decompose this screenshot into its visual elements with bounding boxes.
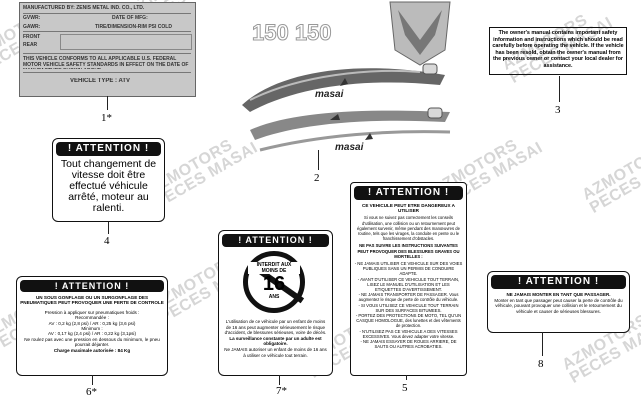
label-6-av-min: AV : 0,17 kg (2,4 psi) / AR : 0,22 kg (3… [47,331,136,337]
plate-rear: REAR [23,42,38,48]
no-entry-sign-icon: INTERDIT AUX MOINS DE 16 ANS [243,251,305,313]
plate-statement: THIS VEHICLE CONFORMS TO ALL APPLICABLE … [23,56,189,69]
leader-5 [406,375,407,380]
label-8-title: NE JAMAIS MONTER EN TANT QUE PASSAGER. [506,292,611,297]
label-6-minimum: Minimum : [81,326,103,332]
label-4-gear-change-warning: ! ATTENTION ! Tout changement de vitesse… [52,138,165,222]
label-3-owner-manual: The owner's manual contains important sa… [489,27,627,75]
attention-header: ! ATTENTION ! [20,280,164,292]
label-5-bullet: - SI VOUS UTILISEZ CE VEHICULE TOUT TERR… [358,302,459,313]
label-6-note: Ne roulez pas avec une pression en desso… [24,336,160,348]
label-6-pressure-title: Pression à appliquer sur pneumatiques fr… [44,309,140,315]
callout-1: 1* [101,112,112,124]
leader-8 [542,332,543,356]
label-5-dangerous-vehicle-warning: ! ATTENTION ! CE VEHICULE PEUT ETRE DANG… [350,182,467,376]
label-5-bullet: - NE JAMAIS TRANSPORTER DE PASSAGER. Vou… [358,292,459,303]
callout-5: 5 [402,382,408,394]
label-2-decal-set: 150 150 masai masai [242,1,451,153]
leader-1 [107,96,108,110]
sign-age: 16 [262,273,286,295]
leader-3 [559,76,560,102]
decal-brand-upper: masai [315,89,344,100]
leader-7 [279,375,280,385]
leader-2 [318,150,319,170]
decal-brand-lower: masai [335,142,364,153]
plate-gawr: GAWR: [23,24,41,30]
leader-4 [108,222,109,234]
leader-6 [92,375,93,385]
callout-6: 6* [86,386,97,398]
stripe-decal-upper [242,68,445,112]
label-5-p1: Si vous ne suivez pas correctement les c… [357,215,460,242]
watermark: AZMOTORS PECES MASAI [579,141,641,217]
plate-tire: TIRE/DIMENSION-RIM PSI COLD [95,24,172,30]
label-7-text: L'utilisation de ce véhicule par un enfa… [224,319,327,336]
stripe-decal-lower [259,130,451,152]
attention-header: ! ATTENTION ! [222,234,329,247]
sign-bottom-text: ANS [268,294,280,300]
label-6-av-rec: AV : 0,2 kg (2,8 psi) / AR : 0,25 kg (3,… [48,320,136,326]
label-5-bullet: - NE JAMAIS ESSAYER DE ROUES ARRIERE, DE… [360,339,457,350]
label-7-text2: La surveillance constante par un adulte … [229,335,322,347]
m-shield-logo-icon [389,1,451,66]
callout-7: 7* [276,385,287,397]
callout-2: 2 [314,172,320,184]
label-5-bullet: - AVANT D'UTILISER CE VEHICULE TOUT TERR… [357,276,460,293]
label-6-load: Charge maximale autorisée : 84 Kg [53,347,131,353]
callout-4: 4 [104,235,110,247]
plate-gvwr: GVWR: [23,15,41,21]
plate-vehicle-type: VEHICLE TYPE : ATV [70,78,131,84]
label-1-vin-plate: MANUFACTURED BY: ZENIS METAL IND. CO., L… [19,2,196,97]
attention-header: ! ATTENTION ! [354,186,463,200]
label-7-text3: Ne JAMAIS autoriser un enfant de moins d… [224,346,327,358]
attention-header: ! ATTENTION ! [491,275,626,289]
plate-date: DATE OF MFG: [112,15,148,21]
stripe-decal-middle [250,110,450,140]
plate-manufacturer: MANUFACTURED BY: ZENIS METAL IND. CO., L… [23,5,145,11]
label-7-age-restriction-warning: ! ATTENTION ! INTERDIT AUX MOINS DE 16 A… [218,230,333,376]
label-6-tire-pressure-warning: ! ATTENTION ! UN SOUS GONFLAGE OU UN SUR… [16,276,168,376]
label-5-bullet: - NE JAMAIS UTILISER CE VEHICULE SUR DES… [354,261,463,277]
label-8-no-passenger-warning: ! ATTENTION ! NE JAMAIS MONTER EN TANT Q… [487,271,630,333]
label-8-text: Monter en tant que passager peut causer … [494,297,623,314]
decal-150-text: 150 150 [252,20,332,45]
label-5-bullet: - PORTEZ DES PROTECTIONS DE MOTO, TEL QU… [355,313,462,329]
label-5-title: CE VEHICULE PEUT ETRE DANGEREUX A UTILIS… [362,203,455,214]
callout-3: 3 [555,104,561,116]
attention-header: ! ATTENTION ! [56,142,161,156]
label-4-text: Tout changement de vitesse doit être eff… [60,158,157,214]
label-5-bullet: - N'UTILISEZ PAS CE VEHICULE A DES VITES… [359,328,458,339]
callout-8: 8 [538,358,544,370]
plate-front: FRONT [23,34,41,40]
sign-top-text: INTERDIT AUX MOINS DE [248,262,300,274]
label-6-title: UN SOUS GONFLAGE OU UN SURGONFLAGE DES P… [20,295,164,306]
label-6-recommended: Recommandée : [75,315,109,321]
label-5-title2: NE PAS SUIVRE LES INSTRUCTIONS SUIVANTES… [357,243,460,259]
